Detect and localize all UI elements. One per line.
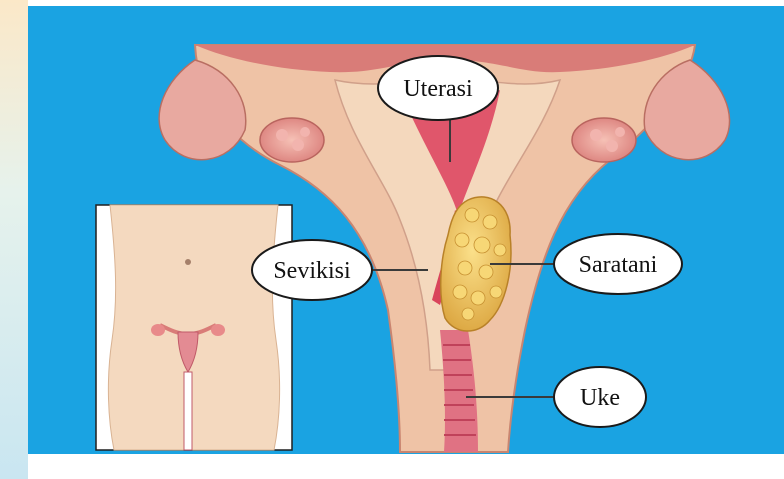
label-uke: Uke <box>554 367 646 427</box>
torso-silhouette <box>108 205 279 450</box>
label-sevikisi: Sevikisi <box>252 240 372 300</box>
label-uterasi: Uterasi <box>378 56 498 120</box>
body-inset <box>96 205 292 450</box>
navel <box>185 259 191 265</box>
saratani-label: Saratani <box>579 252 658 278</box>
sevikisi-label: Sevikisi <box>273 258 351 284</box>
uke-label: Uke <box>580 385 620 411</box>
uterasi-label: Uterasi <box>403 76 473 102</box>
label-saratani: Saratani <box>554 234 682 294</box>
